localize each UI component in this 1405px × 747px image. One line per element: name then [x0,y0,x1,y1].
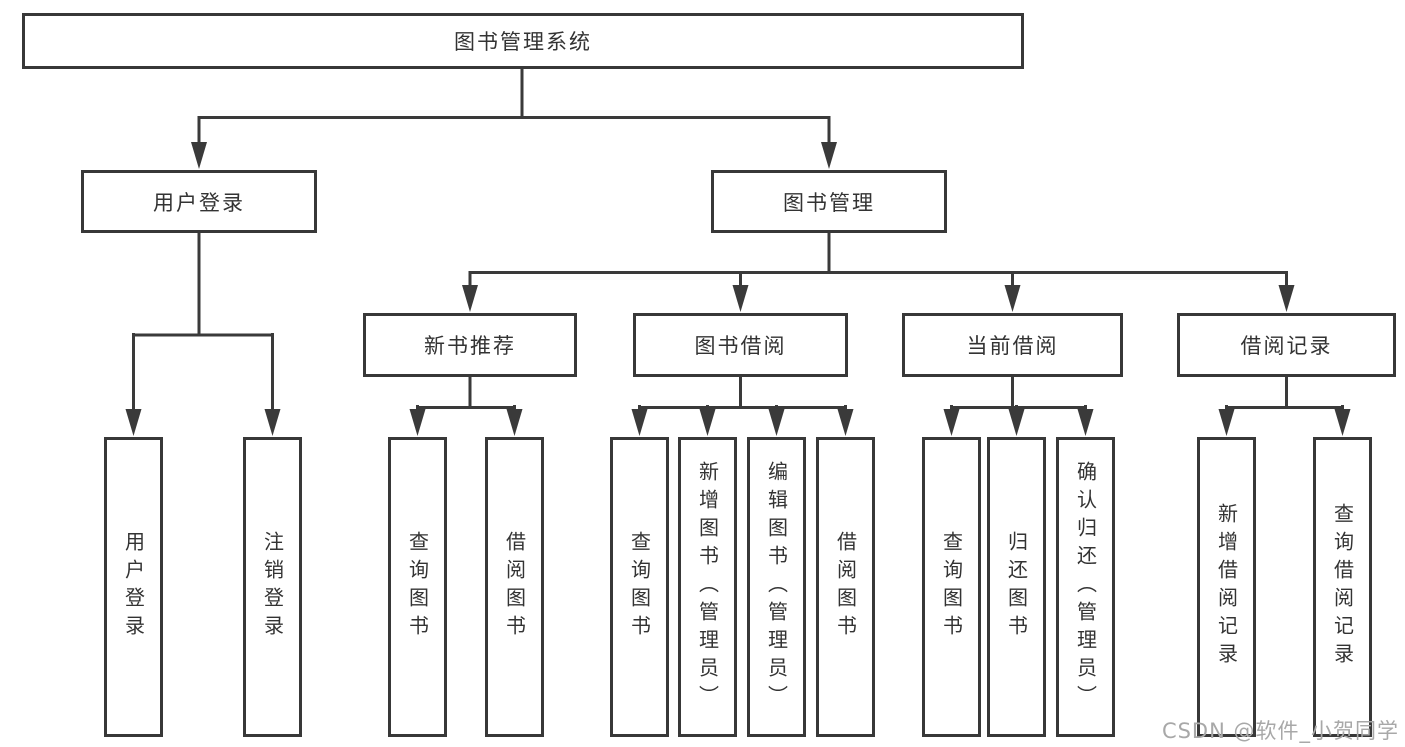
leaf-logout: 注销登录 [243,437,302,737]
node-book-management: 图书管理 [711,170,947,233]
leaf-borrow-books: 借阅图书 [816,437,875,737]
node-label: 注销登录 [260,531,285,643]
arrowhead-icon [732,285,749,312]
node-current-borrowing: 当前借阅 [902,313,1123,377]
node-label: 借阅记录 [1240,334,1333,358]
arrowhead-icon [699,409,716,436]
node-label: 新增图书（管理员） [695,461,720,713]
node-label: 查询图书 [405,531,430,643]
arrowhead-icon [631,409,648,436]
node-label: 新书推荐 [424,334,516,358]
leaf-edit-books-admin: 编辑图书（管理员） [747,437,806,737]
arrowhead-icon [409,409,426,436]
leaf-confirm-return-admin: 确认归还（管理员） [1056,437,1115,737]
leaf-add-borrow-record: 新增借阅记录 [1197,437,1256,737]
arrowhead-icon [1218,409,1235,436]
node-book-borrowing: 图书借阅 [633,313,848,377]
arrowhead-icon [191,142,207,169]
node-label: 借阅图书 [502,531,527,643]
node-user-login: 用户登录 [81,170,317,233]
node-root: 图书管理系统 [22,13,1024,69]
csdn-watermark: CSDN @软件_小贺同学 [1161,719,1399,743]
arrowhead-icon [125,409,142,436]
node-label: 确认归还（管理员） [1073,461,1098,713]
node-label: 图书管理系统 [454,30,592,54]
node-label: 新增借阅记录 [1214,503,1239,671]
arrowhead-icon [506,409,523,436]
node-new-book-recommend: 新书推荐 [363,313,577,377]
node-label: 图书借阅 [694,334,787,358]
arrowhead-icon [768,409,785,436]
node-label: 查询图书 [939,531,964,643]
leaf-return-books: 归还图书 [987,437,1046,737]
arrowhead-icon [1008,409,1025,436]
arrowhead-icon [821,142,837,169]
node-label: 用户登录 [153,190,245,215]
node-label: 编辑图书（管理员） [764,461,789,713]
arrowhead-icon [264,409,281,436]
arrowhead-icon [1077,409,1094,436]
leaf-query-books-recommend: 查询图书 [388,437,447,737]
leaf-borrow-books-recommend: 借阅图书 [485,437,544,737]
node-label: 借阅图书 [833,531,858,643]
leaf-add-books-admin: 新增图书（管理员） [678,437,737,737]
arrowhead-icon [462,285,478,312]
leaf-query-borrow-record: 查询借阅记录 [1313,437,1372,737]
node-borrowing-records: 借阅记录 [1177,313,1396,377]
node-label: 查询图书 [627,531,652,643]
arrowhead-icon [1334,409,1351,436]
arrowhead-icon [1004,285,1021,312]
leaf-query-books-borrowing: 查询图书 [610,437,669,737]
node-label: 归还图书 [1004,531,1029,643]
node-label: 当前借阅 [966,334,1059,358]
leaf-query-books-current: 查询图书 [922,437,981,737]
arrowhead-icon [837,409,854,436]
node-label: 用户登录 [121,531,146,643]
node-label: 查询借阅记录 [1330,503,1355,671]
arrowhead-icon [1278,285,1295,312]
arrowhead-icon [943,409,960,436]
node-label: 图书管理 [783,190,875,215]
leaf-user-login: 用户登录 [104,437,163,737]
